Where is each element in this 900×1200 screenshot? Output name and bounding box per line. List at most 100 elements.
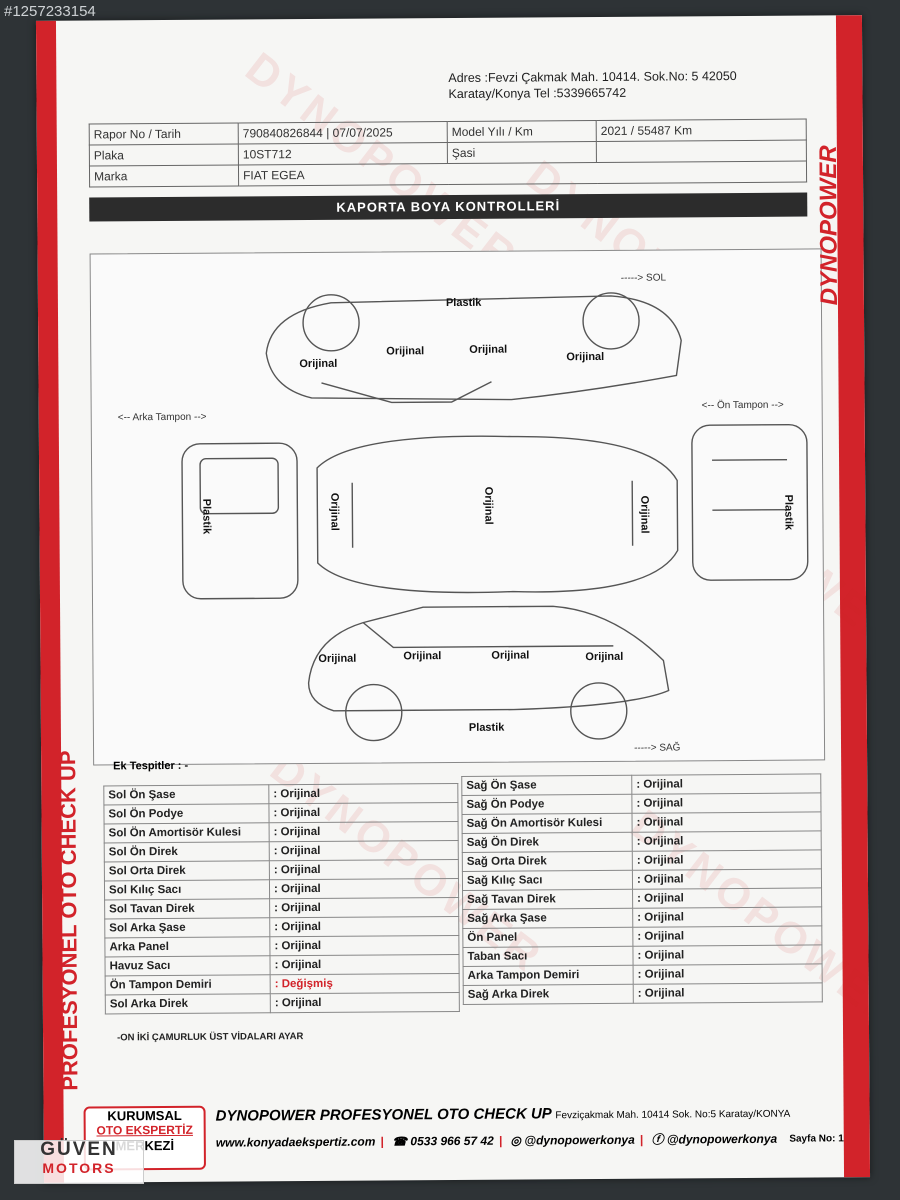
part-status: : Orijinal	[632, 887, 822, 909]
section-title-bar: KAPORTA BOYA KONTROLLERİ	[89, 192, 808, 222]
part-status: : Orijinal	[632, 925, 822, 947]
sasi-value	[596, 140, 807, 163]
part-row: Sağ Kılıç Sacı: Orijinal	[462, 868, 822, 891]
panel-label-sill-right: Plastik	[468, 721, 505, 734]
instagram-icon: ◎	[510, 1133, 522, 1148]
brand-logo-vertical: DYNOPOWER	[814, 145, 843, 306]
phone-icon: ☎	[392, 1134, 408, 1149]
report-footer: KURUMSAL OTO EKSPERTİZ MERKEZİ DYNOPOWER…	[83, 1095, 844, 1175]
part-status: : Orijinal	[269, 897, 459, 918]
part-status: : Orijinal	[633, 982, 823, 1004]
part-row: Sağ Arka Direk: Orijinal	[463, 982, 823, 1005]
part-row: Sağ Ön Amortisör Kulesi: Orijinal	[462, 811, 822, 834]
phone-number: 0533 966 57 42	[410, 1133, 494, 1149]
model-value: 2021 / 55487 Km	[596, 119, 807, 142]
facebook-handle: @dynopowerkonya	[666, 1131, 778, 1147]
report-address: Adres :Fevzi Çakmak Mah. 10414. Sok.No: …	[448, 69, 737, 102]
part-name: Arka Panel	[104, 936, 270, 957]
part-row: Sağ Ön Şase: Orijinal	[461, 773, 821, 796]
panel-label-right-1: Orijinal	[318, 652, 357, 665]
part-name: Sol Ön Podye	[103, 803, 270, 824]
panel-label-left-3: Orijinal	[469, 343, 508, 356]
part-status: : Orijinal	[632, 849, 822, 871]
part-row: Havuz Sacı: Orijinal	[104, 954, 460, 976]
part-status: : Orijinal	[631, 773, 821, 795]
part-status: : Orijinal	[269, 935, 459, 956]
part-row: Sol Ön Podye: Orijinal	[103, 802, 459, 824]
part-status: : Değişmiş	[270, 973, 460, 994]
part-row: Sağ Ön Direk: Orijinal	[462, 830, 822, 853]
part-name: Taban Sacı	[462, 946, 634, 967]
panel-label-right-3: Orijinal	[491, 649, 530, 662]
part-status: : Orijinal	[269, 821, 459, 842]
panel-label-front: Plastik	[782, 494, 795, 531]
part-row: Sağ Arka Şase: Orijinal	[462, 906, 822, 929]
part-status: : Orijinal	[270, 992, 460, 1013]
panel-label-right-4: Orijinal	[585, 650, 624, 664]
part-name: Sağ Ön Direk	[462, 832, 633, 853]
part-row: Sağ Orta Direk: Orijinal	[462, 849, 822, 872]
label-arka-tampon: <-- Arka Tampon -->	[117, 411, 207, 424]
plaka-label: Plaka	[89, 143, 239, 167]
website-link[interactable]: www.konyadaekspertiz.com	[215, 1134, 376, 1150]
part-name: Ön Tampon Demiri	[105, 974, 271, 995]
part-name: Sol Ön Direk	[104, 841, 270, 862]
part-name: Sağ Kılıç Sacı	[462, 870, 633, 891]
part-status: : Orijinal	[632, 906, 822, 928]
panel-label-right-2: Orijinal	[403, 650, 442, 663]
part-name: Sol Kılıç Sacı	[104, 879, 270, 900]
panel-label-left-2: Orijinal	[386, 345, 425, 358]
panel-label-rear: Plastik	[200, 498, 213, 535]
rapor-value: 790840826844 | 07/07/2025	[238, 121, 448, 144]
rapor-label: Rapor No / Tarih	[89, 122, 239, 146]
part-row: Sol Tavan Direk: Orijinal	[104, 897, 459, 919]
part-row: Sağ Tavan Direk: Orijinal	[462, 887, 822, 910]
part-row: Sol Arka Direk: Orijinal	[105, 992, 460, 1014]
direction-sag: -----> SAĞ	[634, 742, 681, 754]
footer-brand-line: DYNOPOWER PROFESYONEL OTO CHECK UP Fevzi…	[215, 1105, 791, 1125]
part-name: Sol Ön Şase	[103, 784, 269, 805]
part-row: Sol Orta Direk: Orijinal	[104, 859, 459, 881]
marka-value: FIAT EGEA	[238, 161, 807, 186]
part-status: : Orijinal	[632, 868, 822, 890]
part-row: Sol Arka Şase: Orijinal	[104, 916, 459, 938]
facebook-icon: ⓕ	[651, 1132, 664, 1147]
panel-label-left-1: Orijinal	[299, 357, 338, 371]
part-status: : Orijinal	[633, 963, 823, 985]
part-name: Ön Panel	[462, 927, 633, 948]
part-name: Sağ Ön Amortisör Kulesi	[462, 813, 633, 834]
listing-id: #1257233154	[4, 3, 96, 20]
part-name: Havuz Sacı	[104, 955, 271, 976]
dealer-watermark-logo: GÜVEN MOTORS	[14, 1140, 144, 1184]
part-name: Sol Ön Amortisör Kulesi	[104, 822, 270, 843]
expertise-report-paper: DYNOPOWER DYNOPOWER DYNOPOWER DYNOPOWER …	[35, 15, 871, 1183]
footer-contact-line: www.konyadaekspertiz.com| ☎ 0533 966 57 …	[215, 1131, 778, 1150]
part-name: Arka Tampon Demiri	[463, 965, 634, 986]
part-row: Sol Kılıç Sacı: Orijinal	[104, 878, 459, 900]
part-status: : Orijinal	[268, 802, 459, 823]
part-status: : Orijinal	[268, 783, 458, 804]
car-outline-svg	[181, 292, 809, 742]
part-row: Sol Ön Amortisör Kulesi: Orijinal	[104, 821, 459, 843]
part-name: Sağ Arka Direk	[463, 984, 634, 1005]
part-status: : Orijinal	[631, 792, 821, 814]
direction-sol: -----> SOL	[620, 272, 667, 284]
panel-label-top-2: Orijinal	[482, 486, 495, 525]
marka-label: Marka	[89, 164, 239, 188]
part-name: Sağ Orta Direk	[462, 851, 633, 872]
panel-label-left-4: Orijinal	[566, 350, 605, 364]
part-row: Arka Panel: Orijinal	[104, 935, 459, 957]
part-row: Sağ Ön Podye: Orijinal	[461, 792, 821, 815]
vertical-title: PROFESYONEL OTO CHECK UP	[55, 750, 83, 1091]
part-status: : Orijinal	[269, 878, 459, 899]
extra-note: -ON İKİ ÇAMURLUK ÜST VİDALARI AYAR	[117, 1031, 304, 1044]
part-name: Sağ Ön Şase	[461, 775, 632, 796]
label-on-tampon: <-- Ön Tampon -->	[701, 399, 784, 412]
part-row: Ön Panel: Orijinal	[462, 925, 822, 948]
part-row: Ön Tampon Demiri: Değişmiş	[105, 973, 460, 995]
panel-label-top-3: Orijinal	[638, 495, 651, 534]
part-status: : Orijinal	[632, 944, 823, 966]
part-row: Arka Tampon Demiri: Orijinal	[463, 963, 823, 986]
